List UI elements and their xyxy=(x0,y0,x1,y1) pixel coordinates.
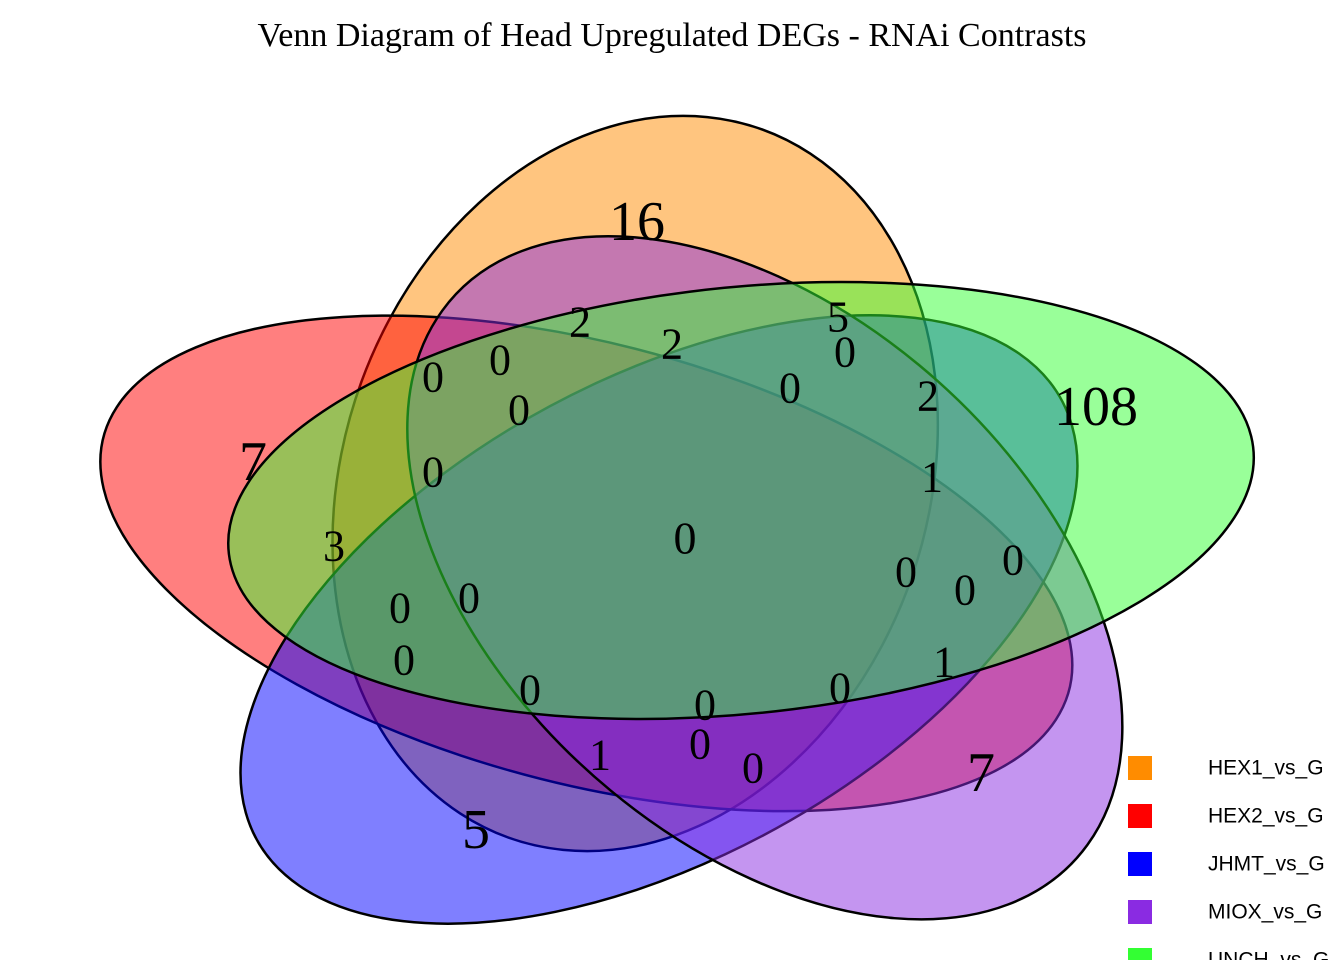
venn-ellipses xyxy=(0,88,1303,960)
region-count: 0 xyxy=(954,566,976,615)
region-count: 0 xyxy=(1002,536,1024,585)
region-count: 0 xyxy=(489,336,511,385)
legend-label: MIOX_vs_G xyxy=(1208,901,1322,924)
legend-swatch xyxy=(1128,804,1152,828)
legend-swatch xyxy=(1128,900,1152,924)
region-count: 0 xyxy=(834,328,856,377)
legend-item-UNCH_vs_G: UNCH_vs_G xyxy=(1128,948,1329,960)
legend-swatch xyxy=(1128,756,1152,780)
region-count: 0 xyxy=(895,548,917,597)
legend-label: HEX1_vs_G xyxy=(1208,757,1324,780)
region-count: 0 xyxy=(689,720,711,769)
region-count: 2 xyxy=(661,320,683,369)
venn-ellipse-UNCH_vs_G xyxy=(179,227,1302,773)
region-count: 3 xyxy=(323,522,345,571)
legend-label: HEX2_vs_G xyxy=(1208,805,1324,828)
region-count: 0 xyxy=(389,584,411,633)
region-count: 0 xyxy=(422,448,444,497)
region-count: 0 xyxy=(742,744,764,793)
region-count: 0 xyxy=(458,574,480,623)
legend-swatch xyxy=(1128,852,1152,876)
region-count: 0 xyxy=(674,513,697,564)
region-count: 1 xyxy=(933,638,955,687)
legend-item-HEX2_vs_G: HEX2_vs_G xyxy=(1128,804,1324,828)
legend-item-JHMT_vs_G: JHMT_vs_G xyxy=(1128,852,1325,876)
legend-label: JHMT_vs_G xyxy=(1208,853,1325,876)
region-count: 0 xyxy=(519,666,541,715)
region-count: 108 xyxy=(1054,376,1138,438)
region-count: 2 xyxy=(917,372,939,421)
region-count: 2 xyxy=(569,298,591,347)
legend-label: UNCH_vs_G xyxy=(1208,949,1329,960)
region-count: 5 xyxy=(462,799,490,861)
region-count: 1 xyxy=(589,731,611,780)
region-count: 0 xyxy=(829,664,851,713)
region-count: 0 xyxy=(508,386,530,435)
region-count: 0 xyxy=(393,636,415,685)
legend-item-MIOX_vs_G: MIOX_vs_G xyxy=(1128,900,1322,924)
region-count: 16 xyxy=(609,191,665,253)
region-count: 1 xyxy=(921,453,943,502)
region-count: 0 xyxy=(694,681,716,730)
region-count: 7 xyxy=(239,431,267,493)
legend: HEX1_vs_G HEX2_vs_G JHMT_vs_G MIOX_vs_G UNCH… xyxy=(1128,756,1329,960)
region-count: 0 xyxy=(422,353,444,402)
region-count: 7 xyxy=(967,742,995,804)
region-count: 0 xyxy=(779,364,801,413)
chart-title: Venn Diagram of Head Upregulated DEGs - … xyxy=(257,17,1086,54)
legend-swatch xyxy=(1128,948,1152,960)
legend-item-HEX1_vs_G: HEX1_vs_G xyxy=(1128,756,1324,780)
region-count: 5 xyxy=(827,293,849,342)
